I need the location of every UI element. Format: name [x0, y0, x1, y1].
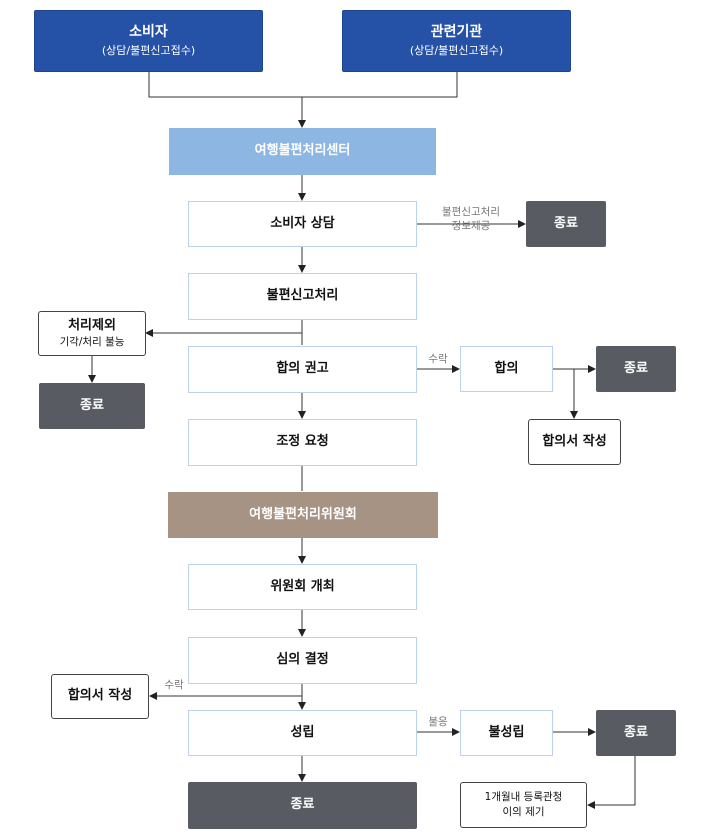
reject-label: 불응: [428, 716, 448, 728]
agency-title: 관련기관: [430, 23, 483, 40]
end-final-box: 종료: [188, 782, 417, 829]
excluded-title: 처리제외: [68, 317, 116, 333]
end-excluded-box: 종료: [39, 383, 145, 429]
agency-subtitle: (상담/불편신고접수): [409, 44, 504, 58]
connector-consumer: [148, 72, 302, 98]
agreement-box: 합의: [460, 346, 553, 392]
consumer-box: 소비자 (상담/불편신고접수): [34, 10, 263, 72]
objection-note-box: 1개월내 등록관청 이의 제기: [460, 782, 587, 828]
info-label-line-2: 정보제공: [451, 219, 491, 232]
recommend-box: 합의 권고: [188, 346, 417, 393]
excluded-box: 처리제외 기각/처리 불능: [38, 311, 146, 356]
arrow-to-note: [587, 756, 636, 809]
accept-label-2: 수락: [164, 679, 184, 691]
accept-label-1: 수락: [428, 353, 448, 365]
end-not-established-box: 종료: [596, 710, 676, 756]
established-box: 성립: [188, 710, 417, 756]
connector-agency: [302, 72, 458, 98]
agreement-doc-label: 합의서 작성: [542, 433, 607, 449]
end-agreement-box: 종료: [596, 346, 676, 392]
note-line-1: 1개월내 등록관청: [484, 790, 563, 803]
end-info-box: 종료: [526, 201, 606, 247]
agreement-doc2-label: 합의서 작성: [67, 688, 133, 704]
center-box: 여행불편처리센터: [169, 128, 436, 175]
complaint-box: 불편신고처리: [188, 273, 417, 320]
meeting-box: 위원회 개최: [188, 564, 417, 610]
not-established-box: 불성립: [460, 710, 553, 756]
excluded-subtitle: 기각/처리 불능: [59, 336, 125, 349]
consumer-title: 소비자: [129, 23, 168, 40]
mediation-box: 조정 요청: [188, 419, 417, 466]
consumer-subtitle: (상담/불편신고접수): [101, 44, 196, 58]
info-provision-label: 불편신고처리 정보제공: [428, 206, 514, 233]
agreement-doc-box: 합의서 작성: [528, 419, 621, 465]
agreement-doc2-box: 합의서 작성: [51, 674, 149, 719]
info-label-line-1: 불편신고처리: [442, 206, 500, 218]
note-line-2: 이의 제기: [502, 806, 545, 818]
agency-box: 관련기관 (상담/불편신고접수): [342, 10, 571, 72]
consult-box: 소비자 상담: [188, 201, 417, 247]
deliberation-box: 심의 결정: [188, 637, 417, 684]
committee-box: 여행불편처리위원회: [168, 492, 438, 538]
